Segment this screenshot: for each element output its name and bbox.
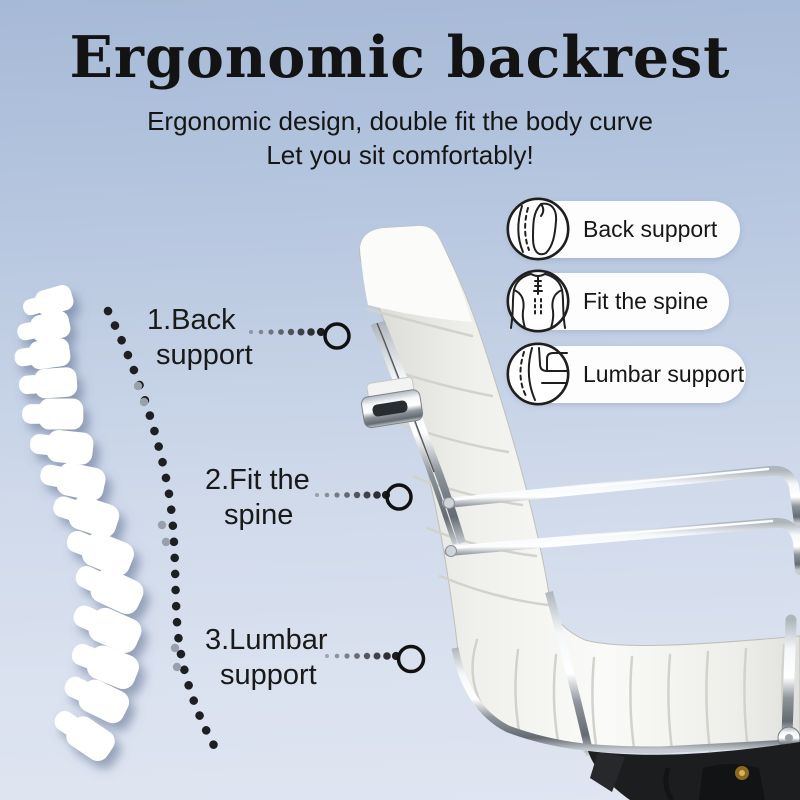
annotation-lumbar-support: 3.Lumbar support bbox=[205, 623, 328, 693]
feature-label: Fit the spine bbox=[583, 288, 709, 314]
chair-mechanism bbox=[588, 742, 800, 800]
annotation-back-support: 1.Back support bbox=[147, 303, 253, 373]
page-title: Ergonomic backrest bbox=[69, 24, 731, 91]
tilt-bracket bbox=[361, 376, 424, 429]
seat-frame-rail bbox=[451, 647, 791, 754]
dotted-leader-1 bbox=[249, 327, 326, 337]
subtitle-line-2: Let you sit comfortably! bbox=[266, 140, 534, 170]
feature-pill-lumbar-support: Lumbar support bbox=[506, 342, 746, 406]
feature-pill-back-support: Back support bbox=[506, 197, 740, 261]
target-ring-3 bbox=[396, 644, 426, 674]
target-ring-2 bbox=[385, 483, 413, 511]
rear-rail-lower bbox=[545, 590, 594, 756]
chair-backrest-side-icon bbox=[506, 197, 570, 261]
annotation-3-line1: 3.Lumbar bbox=[205, 624, 328, 656]
annotation-1-line2: support bbox=[156, 339, 253, 371]
spine-dotted-curve bbox=[103, 306, 225, 761]
spine-back-icon bbox=[506, 269, 570, 333]
elbow-bolt bbox=[785, 734, 793, 742]
dotted-leader-3 bbox=[325, 651, 401, 661]
gold-bolt-center bbox=[739, 770, 745, 776]
target-ring-1 bbox=[323, 322, 351, 350]
subtitle-line-1: Ergonomic design, double fit the body cu… bbox=[147, 106, 653, 136]
seat-rib-seams bbox=[514, 643, 788, 753]
armrest-chrome bbox=[442, 465, 800, 741]
chair-headrest-cap bbox=[360, 225, 472, 322]
annotation-2-line1: 2.Fit the bbox=[205, 464, 310, 496]
feature-label: Lumbar support bbox=[583, 361, 745, 387]
feature-pill-fit-spine: Fit the spine bbox=[506, 269, 729, 333]
feature-label: Back support bbox=[583, 216, 718, 242]
annotation-fit-spine: 2.Fit the spine bbox=[205, 463, 310, 533]
annotation-1-line1: 1.Back bbox=[147, 304, 236, 336]
chair-lumbar-side-icon bbox=[506, 342, 570, 406]
office-chair-photo bbox=[358, 225, 800, 800]
annotation-3-line2: support bbox=[220, 659, 317, 691]
annotation-2-line2: spine bbox=[224, 499, 294, 531]
dotted-leader-2 bbox=[315, 490, 391, 500]
